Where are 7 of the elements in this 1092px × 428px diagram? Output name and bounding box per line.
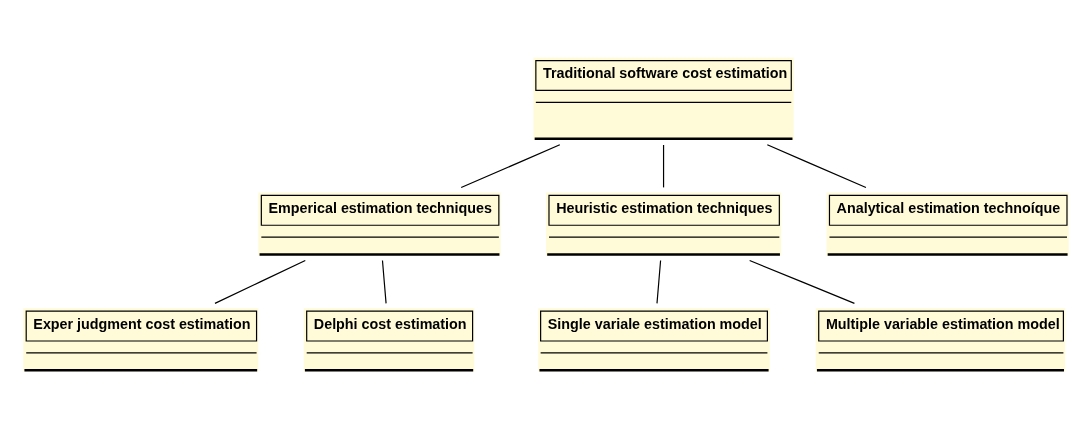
connector: [766, 143, 867, 188]
connector: [214, 259, 306, 304]
connector: [381, 259, 387, 304]
connector: [656, 259, 662, 304]
connector: [749, 259, 855, 304]
connector: [460, 143, 561, 188]
connector: [662, 143, 665, 188]
